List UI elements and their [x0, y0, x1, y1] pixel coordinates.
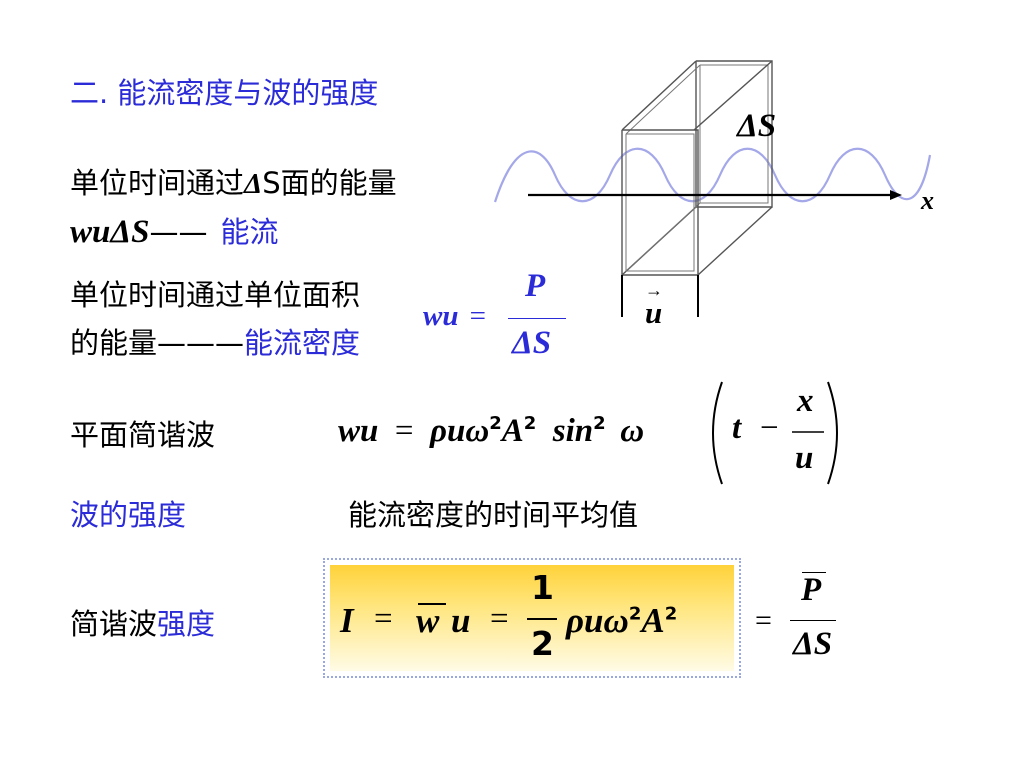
if-rest: ρuω2A2 — [566, 601, 677, 641]
intensity-text: 强度 — [157, 607, 216, 641]
pw-sup3: 2 — [593, 413, 606, 434]
dash-longer: ——— — [157, 326, 245, 360]
diagram-u-label: u — [645, 295, 663, 330]
pw-sup2: 2 — [523, 413, 537, 434]
if-w-overbar — [418, 603, 446, 605]
pw-u: u — [795, 440, 814, 476]
if-sup2: 2 — [664, 603, 678, 625]
if-eq3: = — [755, 604, 772, 637]
plane-wave-formula: wu = ρuω2A2 sin2 ω — [338, 410, 644, 450]
avg-flux-density-text: 能流密度的时间平均值 — [348, 498, 639, 532]
pw-minus: − — [760, 410, 779, 446]
box-edge-br — [697, 206, 773, 276]
pw-wu: wu — [338, 413, 379, 449]
diagram-x-label: x — [921, 186, 934, 215]
delta-symbol: Δ — [244, 168, 263, 200]
energy-through-text: 单位时间通过 — [70, 166, 245, 200]
box-edge-tl2 — [625, 64, 701, 135]
energy-flux-density-term: 能流密度 — [244, 326, 361, 360]
if-p-overbar — [802, 572, 826, 573]
simple-wave-intensity-label: 简谐波强度 — [70, 601, 215, 643]
wave-intensity-label: 波的强度 — [70, 498, 187, 532]
x-axis-arrow — [890, 190, 902, 200]
if-eq1: = — [374, 601, 393, 637]
if-one: 1 — [531, 568, 554, 607]
if-two: 2 — [531, 624, 554, 663]
pw-t: t — [732, 410, 742, 446]
pw-sup1: 2 — [489, 413, 502, 434]
if-delta-s: ΔS — [793, 626, 833, 662]
wave-box-diagram — [493, 60, 932, 317]
if-eq2: = — [490, 601, 509, 637]
delta-label: Δ — [110, 214, 132, 250]
box-front-inner — [625, 133, 695, 272]
box-edge-tl — [621, 60, 697, 131]
pw-x: x — [797, 383, 814, 419]
pw-rho-u-omega: ρuω — [430, 413, 490, 449]
pw-left-paren — [712, 381, 723, 485]
if-rho-u-omega: ρuω — [566, 601, 629, 640]
if-u: u — [451, 601, 471, 640]
fd-denominator: ΔS — [512, 325, 551, 362]
fd-numerator: P — [525, 268, 546, 304]
if-P: P — [801, 572, 822, 608]
if-half-bar — [527, 618, 557, 620]
wave-curve — [493, 147, 932, 203]
diagram-delta-s: ΔS — [737, 108, 777, 144]
if-ps-bar — [790, 620, 836, 621]
unit-area-line2: 的能量———能流密度 — [70, 320, 360, 362]
box-edge-bl2 — [625, 202, 701, 272]
if-A: A — [641, 601, 665, 640]
diagram-u-arrow: → — [645, 280, 663, 300]
box-edge-tr — [693, 60, 773, 131]
simple-wave-text: 简谐波 — [70, 607, 158, 641]
fd-wu: wu — [423, 300, 459, 332]
pw-omega: ω — [620, 413, 645, 449]
box-front-face — [621, 129, 699, 276]
s-label: S — [131, 214, 150, 250]
fd-eq: = — [469, 300, 486, 332]
energy-flow-line: wuΔS—— 能流 — [70, 209, 279, 251]
fd-delta-s: ΔS — [512, 325, 552, 361]
energy-flow-term: 能流 — [220, 215, 279, 249]
wu-label: wu — [70, 214, 111, 250]
pw-paren-group — [712, 381, 838, 485]
if-sup1: 2 — [628, 603, 642, 625]
pw-eq: = — [394, 413, 414, 449]
pw-sin: sin — [552, 413, 594, 449]
box-back-inner — [699, 64, 769, 204]
delta-s-text: S面的能量 — [262, 166, 397, 200]
if-w: w — [416, 601, 440, 640]
flux-density-formula: wu = — [423, 300, 486, 333]
pw-A: A — [501, 413, 524, 449]
fd-fraction-bar — [508, 318, 566, 319]
if-I: I — [340, 601, 354, 640]
unit-area-line1: 单位时间通过单位面积 — [70, 278, 361, 312]
dash-long: —— — [149, 215, 208, 249]
section-title: 二. 能流密度与波的强度 — [70, 76, 379, 110]
unit-area-line2-text: 的能量 — [70, 326, 158, 360]
plane-wave-label: 平面简谐波 — [70, 418, 216, 452]
energy-through-line: 单位时间通过ΔS面的能量 — [70, 160, 397, 202]
pw-right-paren — [827, 381, 838, 485]
